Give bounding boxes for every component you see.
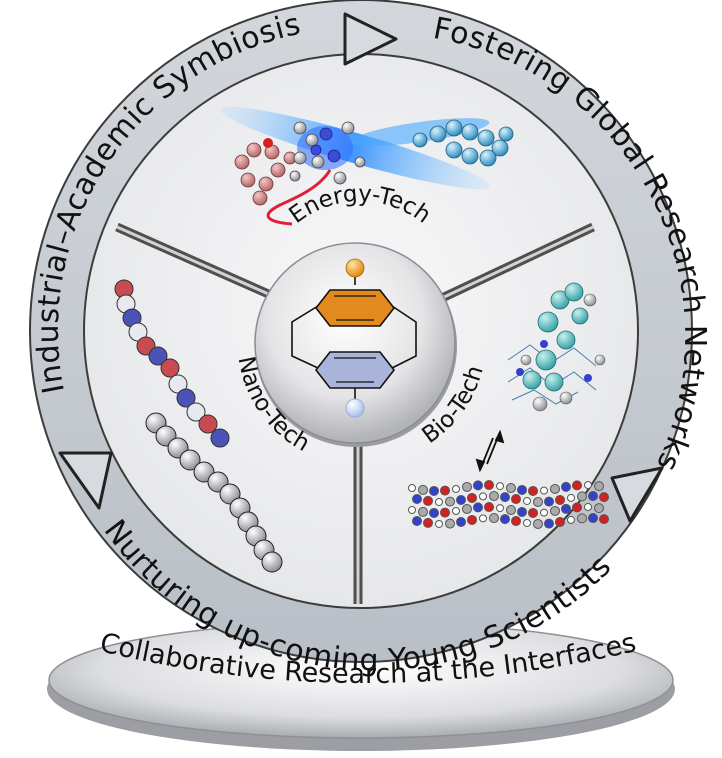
bio-strip-atom: [572, 502, 582, 513]
bio-strip-atom: [462, 481, 472, 492]
bio-strip-atom: [506, 505, 516, 516]
bio-strip-atom: [429, 485, 439, 496]
bio-strip-atom: [473, 480, 483, 491]
bio-strip-atom: [462, 503, 472, 514]
bio-strip-atom: [594, 503, 604, 514]
chain-bead-red-blue: [198, 414, 218, 434]
bio-strip-atom: [511, 516, 521, 527]
bio-strip-atom: [588, 513, 598, 524]
bio-strip-atom: [599, 492, 609, 503]
bio-strip-atom: [567, 493, 575, 502]
bio-strip-atom: [572, 480, 582, 491]
bio-strip-atom: [467, 492, 477, 503]
bio-strip-atom: [588, 491, 598, 502]
bio-strip-atom: [489, 491, 499, 502]
bio-strip-atom: [599, 514, 609, 525]
central-hub: [254, 242, 457, 447]
bio-strip-atom: [533, 518, 543, 529]
bio-strip-atom: [473, 502, 483, 513]
bio-strip-atom: [517, 484, 527, 495]
lower-benzene-ring: [314, 351, 396, 400]
bottom-sphere-icon: [345, 398, 365, 418]
bio-strip-atom: [555, 516, 565, 527]
bio-strip-atom: [408, 506, 416, 514]
bio-strip-atom: [496, 482, 504, 491]
bio-strip-atom: [550, 483, 560, 494]
bio-strip-atom: [423, 517, 433, 528]
nano-chain-image: [114, 279, 283, 573]
bio-strip-atom: [577, 491, 587, 502]
bio-strip-atom: [435, 497, 443, 506]
bio-strip-atom: [567, 515, 575, 524]
ring-arrow-right-icon: [610, 466, 664, 523]
bio-strip-atom: [467, 514, 477, 525]
bio-strip-atom: [506, 483, 516, 494]
bio-strip-atom: [440, 485, 450, 496]
bio-strip-atom: [412, 494, 422, 504]
bio-strip-atom: [511, 494, 521, 505]
ring-arrow-left-icon: [58, 451, 113, 510]
bio-strip-atom: [429, 507, 439, 518]
bio-strip-atom: [484, 502, 494, 513]
bio-strip-atom: [435, 519, 443, 528]
bio-strip-atom: [489, 513, 499, 524]
bio-strip-atom: [484, 480, 494, 491]
bio-strip-atom: [561, 481, 571, 492]
bio-strip-atom: [523, 496, 531, 505]
equilibrium-arrows-icon: [475, 429, 505, 473]
bio-strip-atom: [540, 508, 548, 517]
bio-strip-atom: [517, 506, 527, 517]
bio-strip-atom: [523, 518, 531, 527]
bio-strip-atom: [533, 496, 543, 507]
chain-bead-red-blue: [186, 402, 206, 422]
bio-strip-atom: [528, 507, 538, 518]
bio-strip-atom: [423, 495, 433, 506]
upper-benzene-ring: [314, 276, 396, 327]
chain-bead-red-blue: [160, 358, 180, 378]
bio-strip-atom: [577, 513, 587, 524]
bio-strip-atom: [445, 518, 455, 529]
bio-strip-atom: [594, 481, 604, 492]
bio-strip-atom: [561, 503, 571, 514]
base-platform: Collaborative Research at the Interfaces: [47, 621, 675, 751]
bio-strip-atom: [452, 485, 460, 494]
bio-strip-atom: [456, 517, 466, 528]
bio-strip-atom: [584, 503, 592, 512]
bio-strip-atom: [540, 486, 548, 495]
ring-arrow-top-icon: [343, 12, 398, 66]
bio-molecule-image: [408, 282, 609, 529]
bio-strip-atom: [445, 496, 455, 507]
chain-bead-grey: [179, 449, 201, 471]
energy-molecule-image: [220, 106, 514, 226]
bio-strip-atom: [496, 504, 504, 513]
bio-strip-atom: [528, 485, 538, 496]
bio-strip-atom: [440, 507, 450, 518]
bio-strip-atom: [544, 496, 554, 507]
chain-bead-red-blue: [176, 388, 196, 408]
chain-bead-red-blue: [148, 346, 168, 366]
chain-bead-grey: [261, 551, 283, 573]
chain-bead-red-blue: [210, 428, 230, 448]
bio-strip-atom: [479, 514, 487, 523]
bio-strip-atom: [550, 505, 560, 516]
bio-strip-atom: [452, 507, 460, 516]
bio-strip-atom: [500, 492, 510, 503]
bio-strip-atom: [555, 494, 565, 505]
bio-strip-atom: [456, 495, 466, 506]
bio-strip-atom: [412, 516, 422, 526]
bio-strip-atom: [584, 481, 592, 490]
bio-strip-atom: [408, 484, 416, 492]
bio-strip-atom: [418, 506, 428, 517]
bio-strip-atom: [479, 492, 487, 501]
bio-strip-atom: [544, 518, 554, 529]
bio-strip-atom: [418, 484, 428, 495]
bio-strip-atom: [500, 514, 510, 525]
top-sphere-icon: [345, 258, 365, 278]
